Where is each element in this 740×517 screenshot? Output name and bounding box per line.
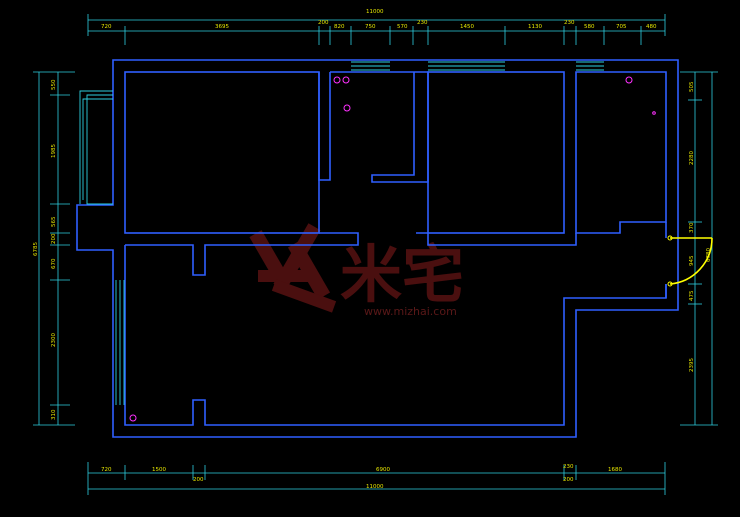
top-segment-ticks [124, 26, 642, 45]
middle-room-wall [330, 71, 429, 183]
top-total-label: 11000 [366, 9, 384, 15]
drain-icon [129, 414, 137, 422]
bottom-extra: 200 [563, 477, 574, 483]
walls [76, 59, 679, 438]
right-seg-2: 2280 [689, 151, 695, 165]
drain-icon [625, 76, 633, 84]
entrance-door [667, 235, 713, 287]
top-seg-11: 580 [584, 24, 595, 30]
left-seg-7: 310 [51, 409, 57, 420]
bottom-seg-6: 1680 [608, 467, 622, 473]
watermark: 米宅 www.mizhai.com [249, 223, 464, 318]
bottom-seg-4: 6900 [376, 467, 390, 473]
window-bay-left [79, 90, 113, 205]
left-segment-ticks [50, 94, 70, 406]
window-bathroom [576, 61, 604, 71]
top-seg-8: 1450 [460, 24, 474, 30]
top-seg-2: 3695 [215, 24, 229, 30]
outlet-icon [652, 111, 656, 115]
right-seg-5: 475 [689, 290, 695, 301]
left-seg-2: 1985 [51, 144, 57, 158]
top-seg-13: 480 [646, 24, 657, 30]
window-top-right [428, 61, 505, 71]
left-dimension-chain: 6785 550 1985 565 200 670 2300 310 [33, 71, 75, 426]
bottom-total-label: 11000 [366, 484, 384, 490]
drain-icon [342, 76, 350, 84]
bottom-seg-3: 200 [193, 477, 204, 483]
bottom-seg-5: 230 [563, 464, 574, 470]
bottom-seg-1: 720 [101, 467, 112, 473]
bottom-dimension-chain: 720 1500 200 6900 230 1680 200 11000 [87, 462, 666, 495]
watermark-url: www.mizhai.com [364, 305, 457, 318]
right-seg-1: 505 [689, 81, 695, 92]
fixtures [129, 76, 656, 422]
top-seg-1: 720 [101, 24, 112, 30]
top-seg-5: 750 [365, 24, 376, 30]
right-dimension-chain: 505 2280 370 945 475 2395 6780 [680, 71, 718, 426]
drain-icon [333, 76, 341, 84]
outer-wall [76, 59, 679, 438]
right-seg-4: 945 [689, 255, 695, 266]
top-seg-6: 570 [397, 24, 408, 30]
top-seg-7: 230 [417, 20, 428, 26]
left-seg-1: 550 [51, 79, 57, 90]
left-seg-6: 2300 [51, 333, 57, 347]
bottom-seg-2: 1500 [152, 467, 166, 473]
left-total-label: 6785 [33, 242, 39, 256]
bathroom-wall [575, 71, 667, 234]
left-seg-4: 200 [51, 233, 57, 244]
left-seg-5: 670 [51, 258, 57, 269]
top-seg-12: 705 [616, 24, 627, 30]
right-seg-6: 2395 [689, 358, 695, 372]
top-seg-4: 820 [334, 24, 345, 30]
top-dimension-chain: 11000 720 3695 200 820 750 570 230 1450 … [87, 9, 666, 45]
bedroom-2-wall [427, 71, 565, 234]
window-living-left [115, 280, 125, 405]
left-seg-3: 565 [51, 216, 57, 227]
living-room-wall [124, 232, 667, 426]
bedroom-1-wall [124, 71, 320, 234]
watermark-logo-icon [249, 223, 337, 313]
top-seg-9: 1130 [528, 24, 542, 30]
window-top-middle [351, 61, 390, 71]
bottom-segment-ticks [124, 465, 577, 480]
top-seg-3: 200 [318, 20, 329, 26]
watermark-brand: 米宅 [340, 238, 464, 311]
top-seg-10: 230 [564, 20, 575, 26]
right-seg-3: 370 [689, 222, 695, 233]
drain-icon [343, 104, 351, 112]
windows [79, 61, 604, 405]
